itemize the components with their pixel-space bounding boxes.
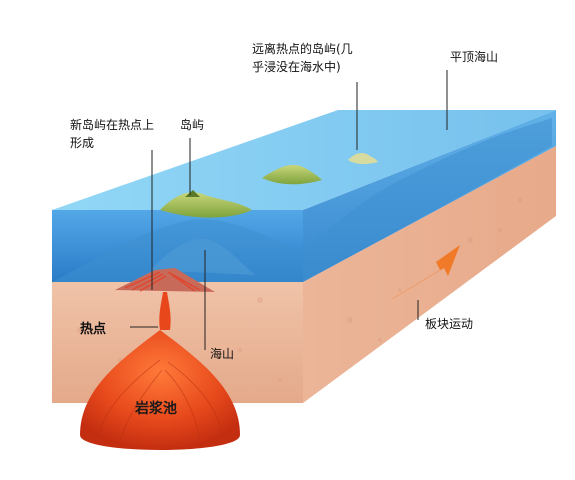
magma-texture xyxy=(99,359,223,441)
label-island: 岛屿 xyxy=(180,118,205,132)
label-seamount: 海山 xyxy=(210,347,235,361)
label-plate-motion: 板块运动 xyxy=(425,317,474,331)
crust-texture xyxy=(77,198,522,392)
plate-motion-arrow xyxy=(390,245,460,300)
label-magma-chamber: 岩浆池 xyxy=(135,401,177,417)
new-island xyxy=(160,190,252,218)
older-island xyxy=(262,165,322,185)
magma-chamber xyxy=(80,330,240,450)
hotspot-plume xyxy=(159,292,171,330)
label-distant-island: 远离热点的岛屿(几乎浸没在海水中) xyxy=(252,42,353,74)
distant-island xyxy=(348,153,378,165)
label-hotspot: 热点 xyxy=(80,322,107,337)
seafloor-ridge xyxy=(52,118,552,282)
ocean-surface xyxy=(52,110,556,210)
label-new-island: 新岛屿在热点上形成 xyxy=(70,118,155,150)
lava-streaks xyxy=(124,271,201,292)
crust-side xyxy=(303,146,556,403)
leader-lines xyxy=(130,70,448,350)
label-guyot: 平顶海山 xyxy=(450,50,499,64)
seamount-shape xyxy=(150,238,255,275)
